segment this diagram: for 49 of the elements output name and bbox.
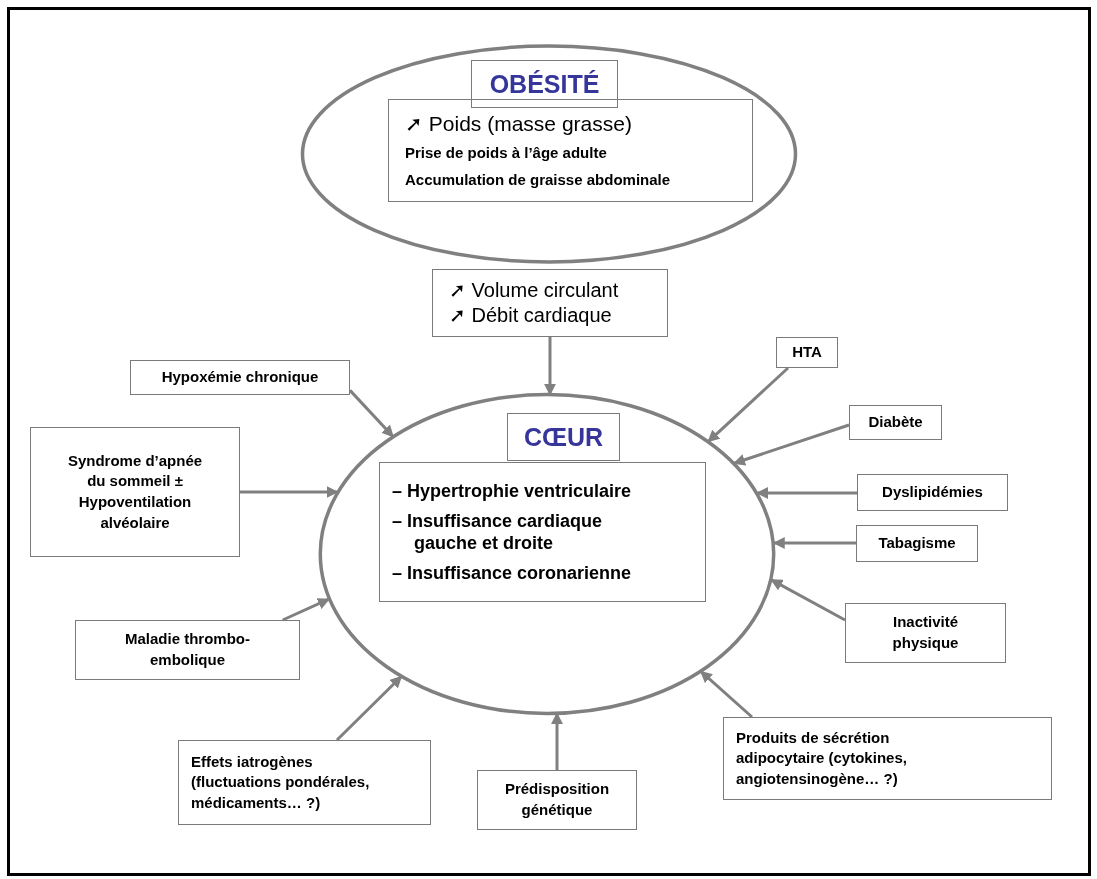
text-box [30, 427, 240, 557]
text-box [178, 740, 431, 825]
box-text: Inactivité physique [891, 612, 960, 653]
box-text: ➚ Volume circulant [449, 278, 619, 303]
arrow [699, 670, 753, 719]
box-text: Maladie thrombo-embolique [124, 629, 251, 670]
box-text: Effets iatrogènes (fluctuations pondérales, médicaments… ?) [191, 751, 371, 813]
box-text: – Insuffisance cardiaque gauche et droite [392, 509, 604, 555]
text-box [857, 474, 1008, 511]
arrow [551, 712, 563, 770]
text-box [477, 770, 637, 830]
text-box [432, 269, 668, 337]
box-text: Dyslipidémies [882, 482, 983, 503]
arrow [756, 487, 857, 499]
text-box [776, 337, 838, 368]
box-text: Tabagisme [878, 533, 956, 554]
text-box [388, 99, 753, 202]
box-text: Prédisposition génétique [503, 779, 611, 820]
text-box [75, 620, 300, 680]
heading-text: OBÉSITÉ [489, 68, 600, 100]
box-text: Prise de poids à l’âge adulte [405, 143, 607, 163]
heading-box [471, 60, 618, 108]
box-text: ➚ Débit cardiaque [449, 303, 612, 328]
box-text: Diabète [868, 412, 923, 433]
arrow [240, 486, 339, 498]
heading-box [507, 413, 620, 461]
text-box [849, 405, 942, 440]
text-box [130, 360, 350, 395]
box-text: HTA [792, 342, 822, 363]
arrow [770, 578, 846, 622]
arrow [544, 337, 556, 396]
arrow [335, 675, 403, 742]
text-box [845, 603, 1006, 663]
text-box [856, 525, 978, 562]
arrow [772, 537, 856, 549]
arrow [282, 597, 330, 622]
box-text: Hypoxémie chronique [161, 367, 319, 388]
box-text: ➚ Poids (masse grasse) [405, 110, 632, 137]
box-text: Accumulation de graisse abdominale [405, 169, 671, 190]
box-text: – Hypertrophie ventriculaire [392, 480, 632, 503]
text-box [379, 462, 706, 602]
arrow [348, 389, 395, 438]
arrow [707, 366, 789, 443]
arrow [733, 423, 850, 466]
box-text: Syndrome d’apnée du sommeil ± Hypoventilation alvéolaire [66, 450, 204, 533]
box-text: – Insuffisance coronarienne [392, 561, 632, 584]
text-box [723, 717, 1052, 800]
box-text: Produits de sécrétion adipocytaire (cytokines, angiotensinogène… ?) [736, 727, 908, 789]
heading-text: CŒUR [523, 421, 604, 453]
